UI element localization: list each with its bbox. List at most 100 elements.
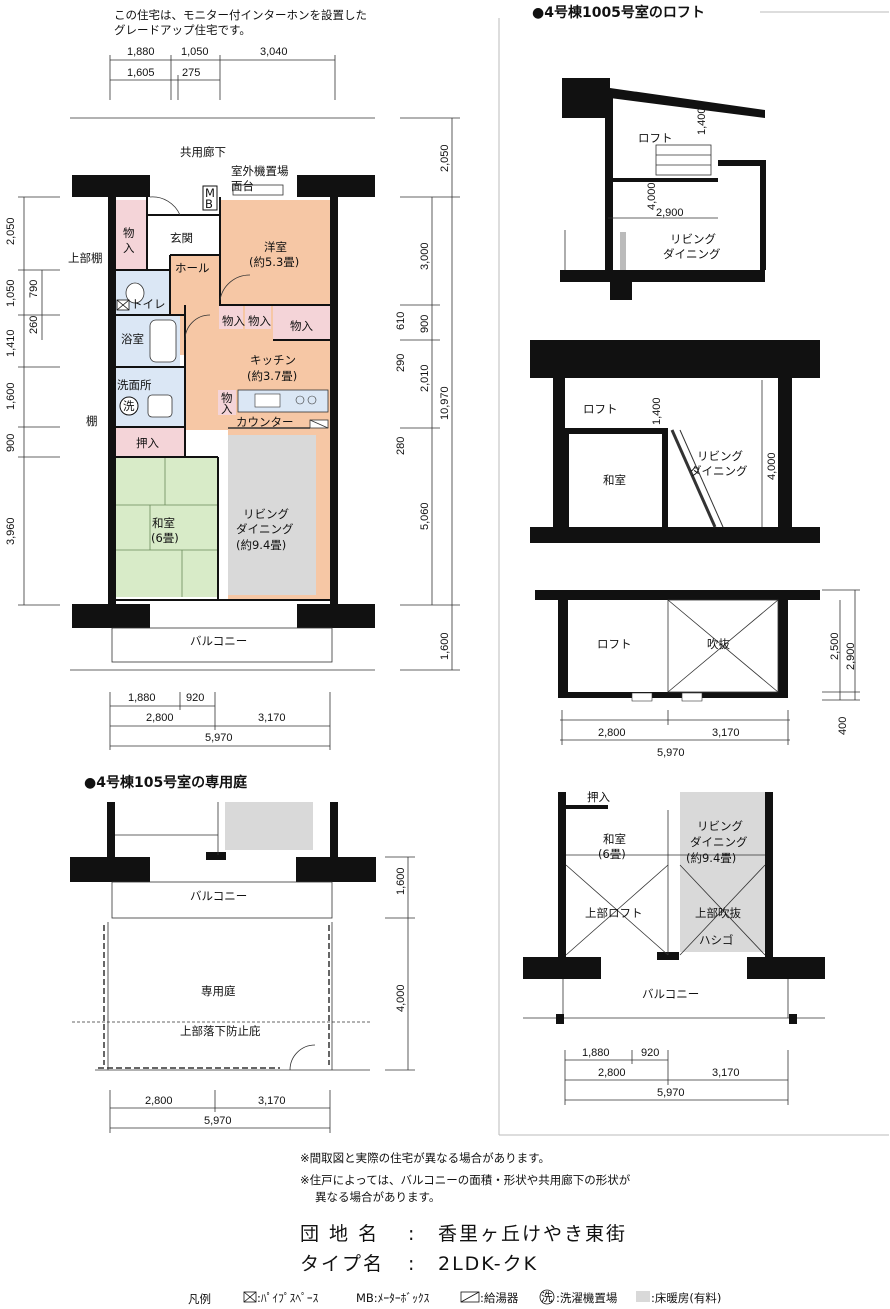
- note-1: ※間取図と実際の住宅が異なる場合があります。: [300, 1151, 550, 1165]
- estate-label: 団 地 名: [300, 1223, 379, 1245]
- storage-kitchen-2: 物入: [248, 314, 271, 328]
- dim-bottom-5: 5,970: [205, 732, 233, 744]
- storage-entrance-2: 入: [123, 241, 135, 255]
- dim-left-5: 900: [5, 434, 17, 452]
- loft-dim-16: 5,970: [657, 1087, 685, 1099]
- loft-dim-9: 2,800: [598, 727, 626, 739]
- western-room-label: 洋室: [264, 240, 287, 254]
- loft-dim-13: 920: [641, 1047, 659, 1059]
- dim-right-10: 1,600: [439, 632, 451, 660]
- dim-right-5: 290: [395, 354, 407, 372]
- loft-section: ●4号棟1005号室のロフト ロフト 1,400 4,000 2,900 リビン…: [498, 4, 889, 1136]
- floor-heating-icon: [636, 1291, 650, 1302]
- lower-japanese-size: (6畳): [598, 847, 626, 861]
- loft-dim-5: 4,000: [766, 452, 778, 480]
- loft-dim-14: 2,800: [598, 1067, 626, 1079]
- dim-right-9: 5,060: [419, 502, 431, 530]
- storage-entrance-1: 物: [123, 226, 135, 240]
- loft-dim-12: 1,880: [582, 1047, 610, 1059]
- japanese-room-size: (6畳): [151, 531, 179, 545]
- dim-right-7: 10,970: [439, 386, 451, 420]
- outdoor-unit-label: 室外機置場: [231, 164, 289, 178]
- loft-dim-8: 400: [837, 717, 849, 735]
- living-label-1: リビング: [243, 507, 289, 521]
- western-room-size: (約5.3畳): [249, 255, 299, 269]
- entrance-label: 玄関: [170, 231, 193, 245]
- japanese-room-label: 和室: [152, 516, 175, 530]
- dim-bottom-1: 1,880: [128, 692, 156, 704]
- loft-living-3: リビング: [697, 449, 743, 463]
- lower-oshiire: 押入: [587, 790, 610, 804]
- lower-living-size: (約9.4畳): [686, 851, 736, 865]
- intro-note-line1: この住宅は、モニター付インターホンを設置した: [114, 8, 367, 22]
- dim-bottom-3: 2,800: [146, 712, 174, 724]
- garden-section-title: ●4号棟105号室の専用庭: [84, 774, 248, 791]
- dim-top-1: 1,880: [127, 46, 155, 58]
- upper-void-label: 上部吹抜: [695, 906, 741, 920]
- dim-top-3: 3,040: [260, 46, 288, 58]
- meter-box-m: M: [205, 186, 215, 200]
- dim-left-8: 260: [28, 316, 40, 334]
- loft-dim-4: 1,400: [651, 397, 663, 425]
- void-label: 吹抜: [707, 637, 730, 651]
- garden-dim-2: 4,000: [395, 984, 407, 1012]
- loft-living-4: ダイニング: [690, 464, 748, 478]
- washbasin-label: 面台: [231, 179, 254, 193]
- kitchen-label: キッチン: [250, 353, 296, 367]
- wash-machine-symbol: 洗: [123, 399, 135, 413]
- dim-top-4: 1,605: [127, 67, 155, 79]
- legend-pipe-space: :ﾊﾟｲﾌﾟｽﾍﾟｰｽ: [257, 1291, 319, 1305]
- kitchen-size: (約3.7畳): [247, 369, 297, 383]
- corridor-label: 共用廊下: [180, 145, 226, 159]
- balcony-label: バルコニー: [190, 634, 247, 648]
- legend-mb: MB:ﾒｰﾀｰﾎﾞｯｸｽ: [356, 1291, 430, 1305]
- loft-dim-1: 1,400: [696, 107, 708, 135]
- dim-left-1: 2,050: [5, 217, 17, 245]
- loft-dim-2: 4,000: [646, 182, 658, 210]
- dim-left-3: 1,410: [5, 329, 17, 357]
- type-label: タイプ名: [300, 1253, 384, 1275]
- legend-water-heater: :給湯器: [480, 1291, 519, 1305]
- loft-label-2: ロフト: [583, 402, 618, 416]
- counter-label: カウンター: [236, 415, 294, 429]
- lower-balcony-label: バルコニー: [642, 987, 699, 1001]
- storage-counter-1: 物: [221, 391, 233, 405]
- legend: 凡例 :ﾊﾟｲﾌﾟｽﾍﾟｰｽ MB:ﾒｰﾀｰﾎﾞｯｸｽ :給湯器 洗 :洗濯機置…: [188, 1289, 721, 1306]
- legend-title: 凡例: [188, 1292, 211, 1306]
- dim-right-4: 610: [395, 312, 407, 330]
- garden-label: 専用庭: [201, 984, 236, 998]
- loft-dim-6: 2,500: [829, 632, 841, 660]
- estate-sep: :: [408, 1223, 416, 1245]
- lower-living-2: ダイニング: [690, 835, 748, 849]
- garden-balcony-label: バルコニー: [190, 889, 247, 903]
- bath-label: 浴室: [121, 332, 144, 346]
- living-label-2: ダイニング: [236, 522, 294, 536]
- garden-dim-4: 3,170: [258, 1095, 286, 1107]
- storage-kitchen-1: 物入: [222, 314, 245, 328]
- loft-japanese-room: 和室: [603, 473, 626, 487]
- legend-floor-heating: :床暖房(有料): [651, 1291, 721, 1305]
- dim-bottom-2: 920: [186, 692, 204, 704]
- lower-japanese-room: 和室: [603, 832, 626, 846]
- loft-section-title: ●4号棟1005号室のロフト: [532, 4, 705, 21]
- garden-dim-1: 1,600: [395, 867, 407, 895]
- loft-dim-7: 2,900: [845, 642, 857, 670]
- storage-kitchen-3: 物入: [290, 319, 313, 333]
- legend-washer: :洗濯機置場: [556, 1291, 618, 1305]
- intro-note-line2: グレードアップ住宅です。: [114, 23, 251, 37]
- oshiire-label: 押入: [136, 436, 159, 450]
- toilet-label: トイレ: [131, 297, 166, 311]
- type-sep: :: [408, 1253, 416, 1275]
- dim-top-5: 275: [182, 67, 200, 79]
- main-floor-plan: 1,880 1,050 3,040 1,605 275 共用廊下: [5, 46, 460, 750]
- loft-dim-3: 2,900: [656, 207, 684, 219]
- storage-counter-2: 入: [221, 402, 233, 416]
- loft-dim-10: 3,170: [712, 727, 740, 739]
- note-2: ※住戸によっては、バルコニーの面積・形状や共用廊下の形状が: [300, 1173, 631, 1187]
- loft-living-2: ダイニング: [663, 247, 721, 261]
- loft-living-1: リビング: [670, 232, 716, 246]
- dim-top-2: 1,050: [181, 46, 209, 58]
- estate-value: 香里ヶ丘けやき東街: [438, 1223, 627, 1245]
- upper-loft-label: 上部ロフト: [585, 906, 643, 920]
